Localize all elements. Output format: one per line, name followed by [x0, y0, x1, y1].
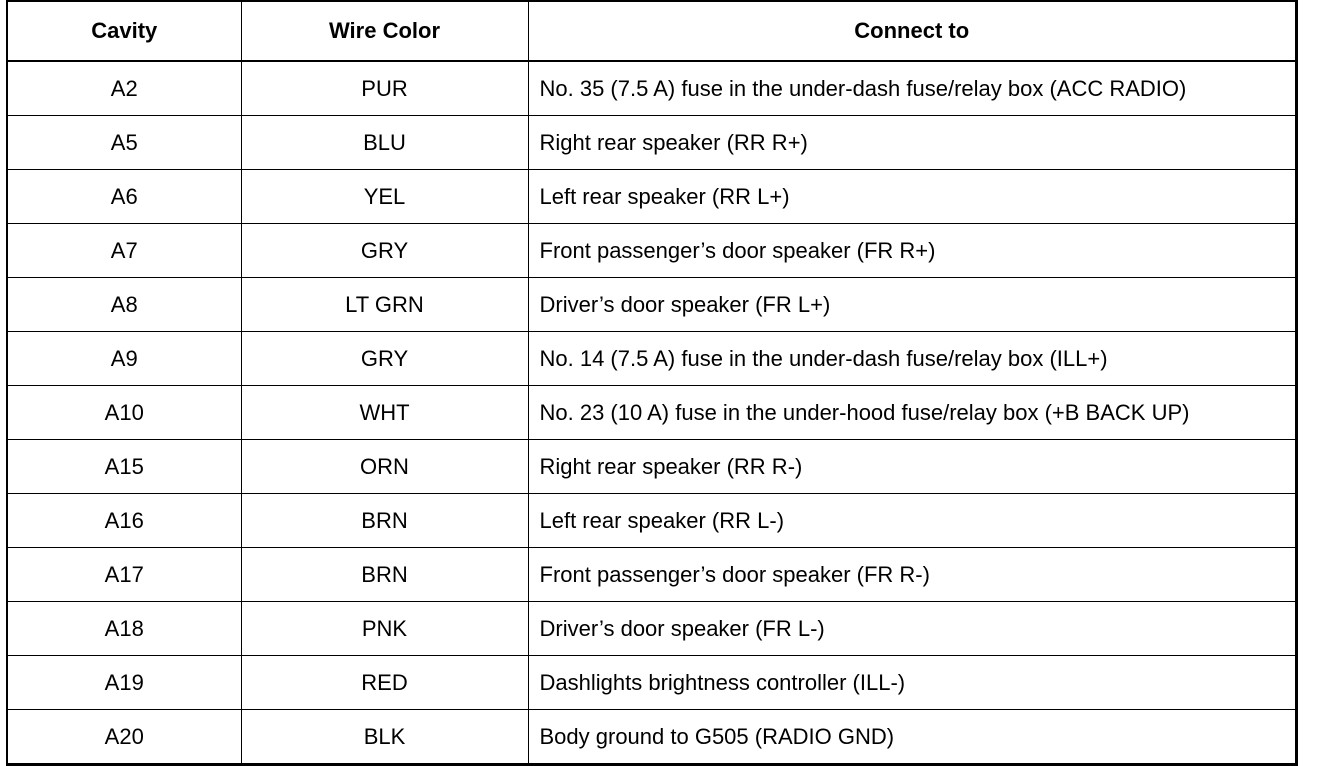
cavity-cell: A6: [6, 169, 242, 224]
connect-to-cell: Left rear speaker (RR L-): [527, 493, 1297, 548]
wire-color-cell: BLK: [240, 709, 529, 765]
cavity-cell: A10: [6, 385, 242, 440]
connect-to-cell: Right rear speaker (RR R-): [527, 439, 1297, 494]
wire-color-cell: BLU: [240, 115, 529, 170]
cavity-cell: A2: [6, 60, 242, 116]
connect-to-cell: Left rear speaker (RR L+): [527, 169, 1297, 224]
wire-color-cell: RED: [240, 655, 529, 710]
wire-color-cell: GRY: [240, 223, 529, 278]
cavity-cell: A20: [6, 709, 242, 765]
cavity-cell: A17: [6, 547, 242, 602]
connect-to-cell: No. 14 (7.5 A) fuse in the under-dash fu…: [527, 331, 1297, 386]
connect-to-cell: Driver’s door speaker (FR L-): [527, 601, 1297, 656]
cavity-cell: A16: [6, 493, 242, 548]
wire-color-cell: PUR: [240, 60, 529, 116]
wire-color-cell: WHT: [240, 385, 529, 440]
wire-color-cell: BRN: [240, 493, 529, 548]
wire-color-cell: GRY: [240, 331, 529, 386]
wire-color-cell: LT GRN: [240, 277, 529, 332]
wire-color-cell: YEL: [240, 169, 529, 224]
cavity-cell: A19: [6, 655, 242, 710]
cavity-cell: A5: [6, 115, 242, 170]
connect-to-cell: Body ground to G505 (RADIO GND): [527, 709, 1297, 765]
connect-to-cell: Front passenger’s door speaker (FR R-): [527, 547, 1297, 602]
cavity-cell: A7: [6, 223, 242, 278]
connect-to-cell: Driver’s door speaker (FR L+): [527, 277, 1297, 332]
connect-to-cell: No. 23 (10 A) fuse in the under-hood fus…: [527, 385, 1297, 440]
connect-to-header: Connect to: [527, 0, 1297, 62]
connect-to-cell: Front passenger’s door speaker (FR R+): [527, 223, 1297, 278]
connect-to-cell: Dashlights brightness controller (ILL-): [527, 655, 1297, 710]
connect-to-cell: No. 35 (7.5 A) fuse in the under-dash fu…: [527, 60, 1297, 116]
wire-color-cell: PNK: [240, 601, 529, 656]
cavity-cell: A9: [6, 331, 242, 386]
cavity-cell: A15: [6, 439, 242, 494]
connect-to-cell: Right rear speaker (RR R+): [527, 115, 1297, 170]
wire-color-cell: ORN: [240, 439, 529, 494]
cavity-cell: A18: [6, 601, 242, 656]
cavity-cell: A8: [6, 277, 242, 332]
wire-color-header: Wire Color: [240, 0, 529, 62]
cavity-header: Cavity: [6, 0, 242, 62]
table-header-row: Cavity Wire Color Connect to: [6, 0, 1297, 62]
wire-color-cell: BRN: [240, 547, 529, 602]
